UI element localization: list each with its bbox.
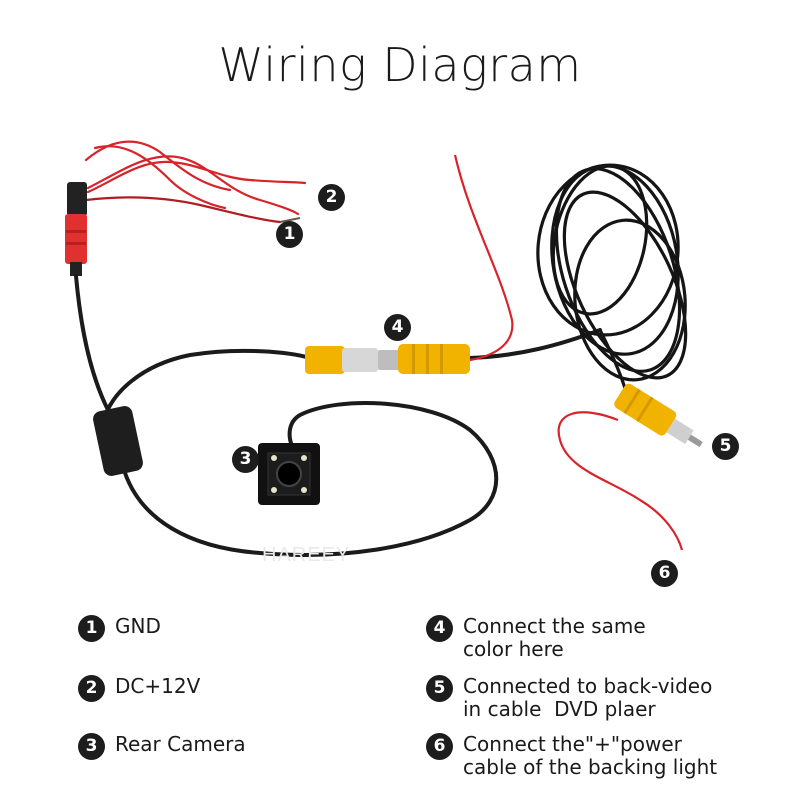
callout-5: 5 bbox=[712, 433, 739, 460]
legend-line: color here bbox=[463, 637, 564, 661]
legend-label: Rear Camera bbox=[115, 733, 246, 756]
cable-coil bbox=[536, 163, 688, 401]
callout-4: 4 bbox=[384, 314, 411, 341]
legend-line: Connected to back-video bbox=[463, 674, 713, 698]
rca-pair-connector bbox=[305, 344, 470, 374]
legend-label: Connected to back-video in cable DVD pla… bbox=[463, 675, 712, 721]
legend-badge: 4 bbox=[426, 615, 453, 642]
rca-output-connector bbox=[614, 383, 703, 448]
legend-badge: 2 bbox=[78, 675, 105, 702]
camera-cable bbox=[74, 274, 602, 557]
legend-line: Rear Camera bbox=[115, 732, 246, 756]
legend-label: DC+12V bbox=[115, 675, 200, 698]
legend-line: Connect the same bbox=[463, 614, 646, 638]
trigger-wire bbox=[453, 154, 514, 362]
legend-badge: 3 bbox=[78, 733, 105, 760]
callout-3: 3 bbox=[232, 446, 259, 473]
legend-label: Connect the"+"power cable of the backing… bbox=[463, 733, 717, 779]
rear-camera bbox=[258, 443, 320, 505]
callout-1: 1 bbox=[276, 221, 303, 248]
legend-line: cable of the backing light bbox=[463, 755, 718, 779]
power-wires bbox=[84, 140, 307, 224]
ferrite-core bbox=[93, 406, 143, 476]
legend-badge: 1 bbox=[78, 615, 105, 642]
legend-badge: 6 bbox=[426, 733, 453, 760]
legend-label: Connect the same color here bbox=[463, 615, 646, 661]
legend-line: DC+12V bbox=[115, 674, 201, 698]
page-title: Wiring Diagram bbox=[218, 38, 582, 92]
legend-line: GND bbox=[115, 614, 161, 638]
legend-badge: 5 bbox=[426, 675, 453, 702]
legend-line: in cable DVD plaer bbox=[463, 697, 656, 721]
callout-6: 6 bbox=[651, 560, 678, 587]
wiring-illustration bbox=[65, 140, 703, 557]
backing-light-wire bbox=[557, 411, 684, 551]
legend-line: Connect the"+"power bbox=[463, 732, 682, 756]
power-connector bbox=[65, 182, 87, 276]
callout-2: 2 bbox=[318, 184, 345, 211]
watermark: HAREEY bbox=[262, 544, 351, 566]
legend-label: GND bbox=[115, 615, 161, 638]
